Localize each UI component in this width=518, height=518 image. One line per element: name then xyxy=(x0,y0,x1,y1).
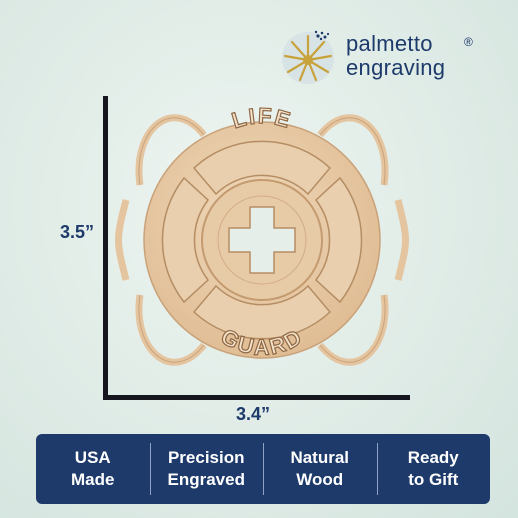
palmetto-icon xyxy=(282,30,334,84)
width-dimension-line xyxy=(103,395,410,400)
feature-natural-wood: Natural Wood xyxy=(263,434,377,504)
feature-usa-made: USA Made xyxy=(71,448,115,489)
brand-line-1: palmetto xyxy=(346,31,433,56)
feature-precision-engraved: Precision Engraved xyxy=(149,434,264,504)
life-ring-ornament: LIFE GUARD xyxy=(115,102,409,366)
height-dimension-line xyxy=(103,96,108,400)
width-label: 3.4” xyxy=(236,404,271,424)
brand-line-2: engraving xyxy=(346,55,446,80)
brand-name: palmetto ® engraving xyxy=(346,31,473,80)
height-label: 3.5” xyxy=(60,222,95,242)
feature-ready-to-gift: Ready to Gift xyxy=(376,434,491,504)
registered-mark: ® xyxy=(464,35,474,49)
features-banner: USA Made Precision Engraved Natural Wood… xyxy=(36,434,490,504)
brand-logo: palmetto ® engraving xyxy=(278,22,478,92)
cross-icon xyxy=(228,206,296,274)
